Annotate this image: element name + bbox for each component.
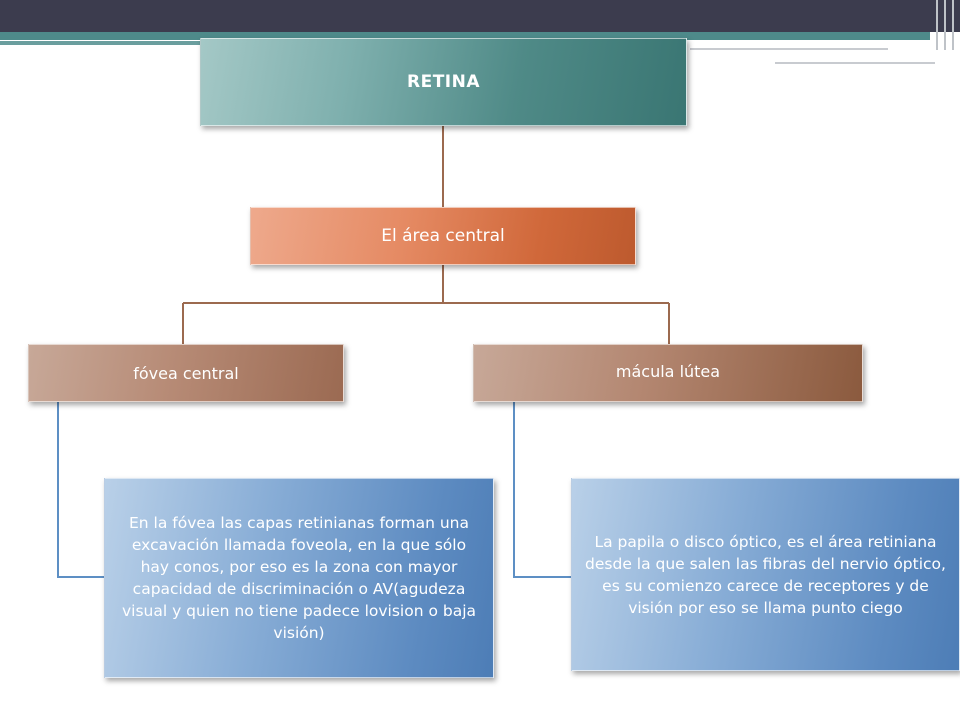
node-fovea-central-label: fóvea central bbox=[133, 364, 239, 383]
node-macula-detail: La papila o disco óptico, es el área ret… bbox=[571, 478, 960, 671]
accent-strip bbox=[0, 32, 930, 40]
node-fovea-central: fóvea central bbox=[28, 344, 344, 402]
node-macula-detail-text: La papila o disco óptico, es el área ret… bbox=[585, 532, 946, 617]
corner-decoration-line bbox=[944, 0, 946, 50]
connector-macula-to-detail bbox=[513, 402, 571, 578]
node-retina-label: RETINA bbox=[406, 72, 480, 92]
node-macula-lutea: mácula lútea bbox=[473, 344, 863, 402]
node-macula-lutea-label: mácula lútea bbox=[615, 362, 721, 381]
node-fovea-detail: En la fóvea las capas retinianas forman … bbox=[104, 478, 494, 678]
corner-decoration-line bbox=[952, 0, 954, 50]
top-bar bbox=[0, 0, 960, 32]
node-retina: RETINA bbox=[200, 38, 687, 126]
node-fovea-detail-text: En la fóvea las capas retinianas forman … bbox=[121, 514, 477, 642]
header-decoration-line bbox=[690, 48, 888, 50]
node-area-central: El área central bbox=[250, 207, 636, 265]
accent-line bbox=[0, 41, 200, 45]
corner-decoration-line bbox=[936, 0, 938, 50]
node-area-central-label: El área central bbox=[381, 226, 505, 246]
connector-fovea-to-detail bbox=[57, 402, 104, 578]
header-decoration-line bbox=[775, 62, 935, 64]
